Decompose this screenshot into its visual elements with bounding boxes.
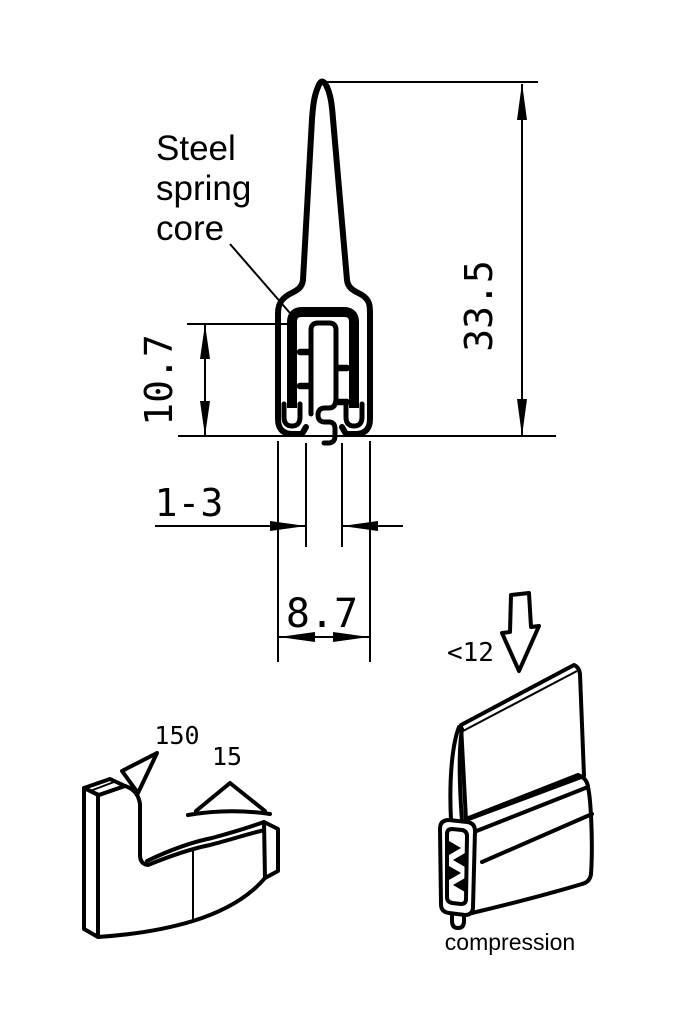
hook-flange-top-back-edge	[145, 820, 266, 863]
radius-15-text: 15	[212, 742, 242, 771]
core-right-hook	[343, 401, 365, 429]
core-label-line1: Steel	[156, 129, 236, 168]
core-left-hook	[281, 401, 303, 429]
height-arrow-down	[517, 399, 527, 436]
hook-front-face	[96, 784, 267, 939]
core-label: Steel spring core	[156, 129, 297, 321]
radius-150-text: 150	[154, 721, 199, 750]
body-top-front-edge	[472, 785, 590, 834]
clamp-arrow-down	[200, 401, 210, 436]
fin-tip-edge-inner	[462, 670, 578, 732]
core-label-line2: spring	[156, 169, 251, 208]
body-lip-line	[480, 812, 594, 864]
fin-root-inner	[457, 727, 464, 823]
hook-bend-view: 150 15	[82, 721, 280, 939]
dim-overall-height: 33.5	[322, 81, 538, 436]
fin-plane	[459, 663, 586, 822]
width-arrow-right	[333, 632, 369, 642]
fin-root-outer	[448, 725, 461, 822]
end-face-tooth-1	[449, 841, 461, 855]
height-dim-text: 33.5	[457, 260, 501, 352]
end-face-tooth-2	[453, 853, 465, 867]
main-cross-section-view: Steel spring core 33.5 10.7	[137, 78, 556, 662]
body-right-edge	[586, 785, 594, 876]
bend-arrow-15	[194, 781, 267, 813]
hook-slab-left-face	[82, 786, 100, 939]
core-label-line3: core	[156, 209, 224, 248]
core-bottom-serpentine	[315, 395, 339, 446]
width-dim-text: 8.7	[286, 591, 358, 637]
grip-dim-text: 1-3	[155, 481, 224, 525]
compression-down-arrow	[500, 591, 541, 673]
profile-left-side	[275, 84, 321, 437]
body-bottom-tongue	[450, 913, 466, 930]
grip-arrow-right	[342, 521, 378, 531]
hook-flange-end-face	[262, 820, 280, 880]
compression-caption: compression	[445, 929, 575, 955]
body-bottom-edge	[470, 872, 593, 915]
core-inverted-u	[287, 307, 359, 408]
dim-overall-width: 8.7	[277, 441, 371, 662]
end-face-tooth-4	[453, 878, 465, 892]
height-arrow-up	[517, 83, 527, 120]
steel-spring-core	[281, 307, 365, 446]
width-arrow-left	[279, 632, 315, 642]
body-end-face-inner	[445, 827, 469, 906]
grip-arrow-left	[270, 521, 306, 531]
hook-slab-top-detail	[89, 781, 115, 792]
core-slot	[308, 320, 339, 417]
core-label-leader-line	[229, 243, 297, 321]
end-face-tooth-3	[449, 866, 461, 880]
compression-view: <12 compression	[438, 591, 594, 955]
clamp-dim-text: 10.7	[137, 334, 181, 426]
compression-limit-text: <12	[447, 638, 494, 668]
clamp-arrow-up	[200, 324, 210, 359]
dim-clamp-height: 10.7	[137, 323, 296, 436]
bend-arrow-15-base	[186, 809, 272, 817]
bend-arrow-150	[120, 751, 159, 795]
profile-right-side	[324, 84, 373, 437]
